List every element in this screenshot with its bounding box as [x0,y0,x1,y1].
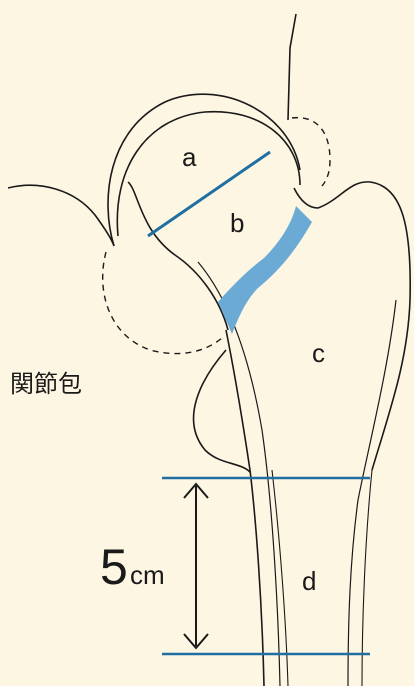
acetabulum-outline [108,94,300,246]
femur-neck-outline [128,182,228,330]
label-capsule: 関節包 [10,371,82,398]
measure-unit: cm [130,560,165,590]
pelvis-outline [288,14,296,120]
lateral-cortex-inner [348,300,396,686]
label-c: c [312,338,325,368]
label-b: b [230,208,244,238]
measure-number: 5 [100,539,128,595]
head-diameter-line [148,152,270,236]
upper-contour-left [8,185,114,246]
medial-cortex-inner [198,262,280,686]
capsule-dashed-lower [103,252,222,354]
label-a: a [182,142,197,172]
label-d: d [302,566,316,596]
lesser-trochanter [194,350,250,472]
femur-shaft-medial [226,330,264,686]
capsule-dashed-upper [292,118,330,186]
